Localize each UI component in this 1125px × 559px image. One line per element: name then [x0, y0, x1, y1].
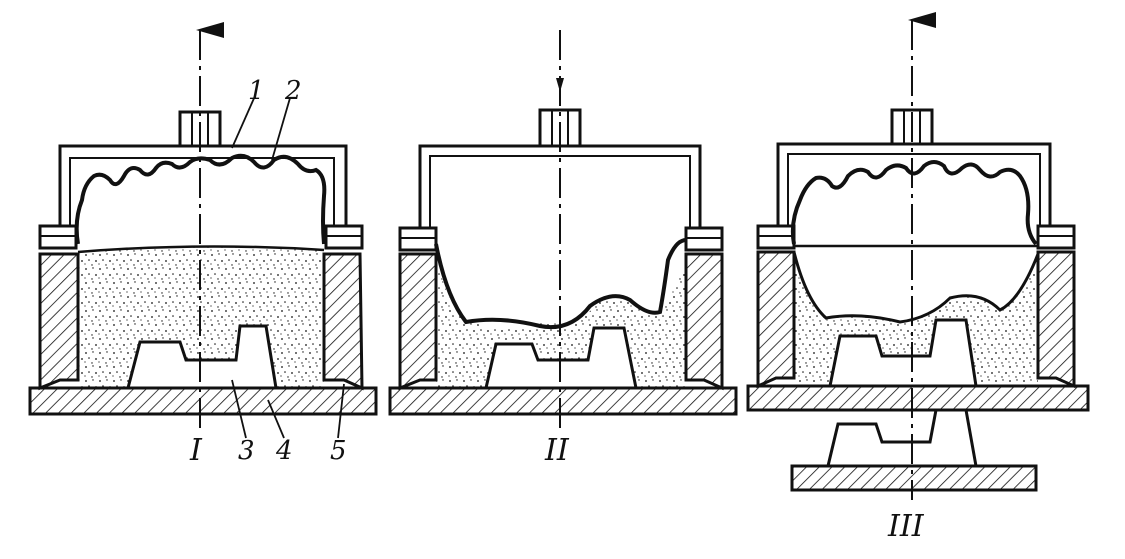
pattern-stage-2	[484, 326, 638, 390]
flask-wall-right-2	[684, 252, 724, 391]
base-plate-1	[28, 386, 378, 416]
label-part-3: 3	[238, 436, 255, 466]
plastic-film-2	[74, 153, 327, 245]
stage-1-assembly	[28, 22, 378, 430]
flask-wall-left-1	[38, 252, 80, 391]
sand-surface-1	[77, 245, 325, 254]
label-stage-3: III	[888, 509, 924, 544]
arrow-down-2	[556, 78, 564, 92]
pattern-plate-3	[790, 464, 1038, 492]
label-stage-1: I	[190, 433, 202, 468]
film-stage-3	[790, 160, 1038, 246]
extracted-pattern-3	[826, 408, 978, 468]
label-part-1: 1	[248, 76, 265, 106]
flask-wall-left-2	[398, 252, 438, 391]
base-plate-2	[388, 386, 738, 416]
label-stage-2: II	[545, 433, 569, 468]
label-part-4: 4	[276, 436, 293, 466]
cavity-outline-3	[828, 318, 978, 388]
flask-wall-right-1	[322, 252, 364, 391]
film-stage-2	[434, 238, 687, 329]
label-part-5: 5	[330, 436, 347, 466]
pattern-3	[126, 324, 278, 390]
label-part-2: 2	[285, 76, 302, 106]
stage-2-assembly	[388, 30, 738, 430]
base-plate-3	[746, 384, 1090, 412]
stage-3-assembly	[746, 12, 1090, 500]
